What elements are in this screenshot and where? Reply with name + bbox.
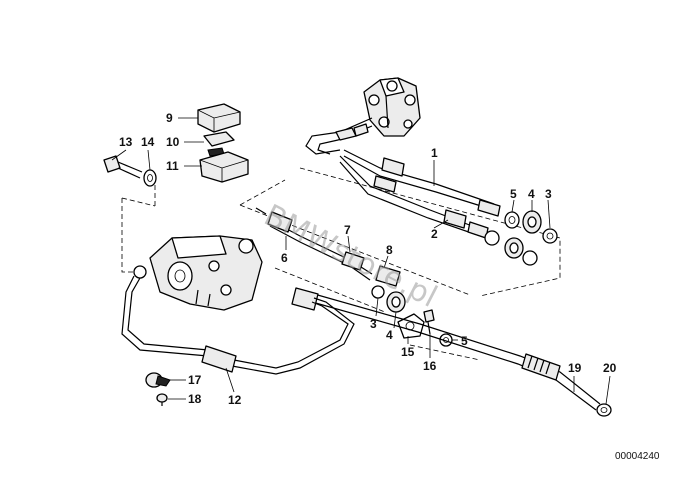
callout-16: 16: [423, 359, 437, 373]
callout-3-lower: 3: [370, 317, 377, 331]
holder-11: [199, 151, 249, 183]
grommet-group-upper: [484, 210, 558, 266]
callout-6: 6: [281, 251, 288, 265]
callout-11: 11: [166, 159, 179, 173]
callout-12: 12: [228, 393, 242, 407]
callout-5: 5: [510, 187, 517, 201]
callout-18: 18: [188, 392, 202, 406]
callout-20: 20: [603, 361, 617, 375]
callout-13: 13: [119, 135, 133, 149]
callout-3: 3: [545, 187, 552, 201]
brake-line-bundle: [305, 117, 501, 239]
bolt-16: [423, 309, 435, 335]
screw-18: [156, 393, 168, 406]
assembly-frame-left: [121, 185, 156, 273]
washer-14: [143, 169, 157, 187]
callout-4-lower: 4: [386, 328, 393, 342]
hydraulic-unit: [149, 235, 263, 311]
bracket-9: [197, 103, 241, 133]
clamp-20: [596, 403, 612, 417]
callout-2: 2: [431, 227, 438, 241]
clip-17: [145, 372, 171, 388]
document-number: 00004240: [615, 451, 660, 462]
assembly-frame-lower: [274, 267, 481, 361]
callout-17: 17: [188, 373, 202, 387]
callout-19: 19: [568, 361, 582, 375]
callout-1: 1: [431, 146, 438, 160]
callout-10: 10: [166, 135, 180, 149]
bracket-15: [397, 313, 425, 339]
callout-5-lower: 5: [461, 334, 468, 348]
callout-15: 15: [401, 345, 415, 359]
callouts: 1 2 3 4 5 6 7 8 3 4 5 9 10 11 12 13 14 1…: [119, 111, 617, 407]
callout-9: 9: [166, 111, 173, 125]
callout-14: 14: [141, 135, 155, 149]
fitting-7-8: [341, 251, 406, 313]
pipe-12: [121, 265, 355, 375]
leader-lines: [111, 117, 611, 405]
banjo-bolt-13: [103, 155, 143, 179]
callout-7: 7: [344, 223, 351, 237]
callout-4: 4: [528, 187, 535, 201]
washer-5-lower: [439, 333, 453, 347]
clip-10: [203, 131, 235, 157]
cable-19: [291, 287, 601, 411]
pressure-valve: [363, 77, 421, 137]
callout-8: 8: [386, 243, 393, 257]
